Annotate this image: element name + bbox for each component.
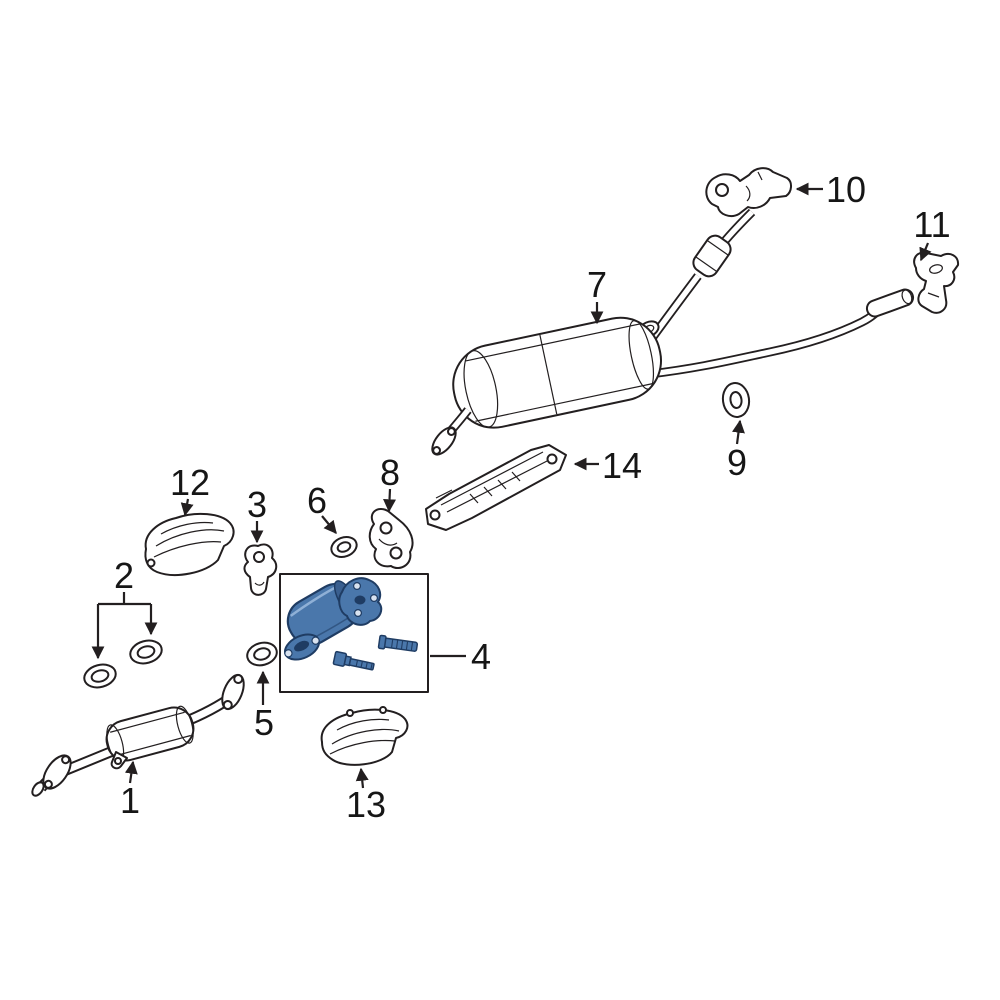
leader-lines [91,182,932,789]
leader-1 [124,760,138,784]
tailpipe-tip [865,288,915,318]
part-12-heat-shield [144,512,235,576]
part-1-front-pipe [31,673,245,797]
part-label-3: 3 [247,484,267,525]
part-10-bracket [705,167,792,217]
leader-6 [321,515,337,535]
part-label-7: 7 [587,264,607,305]
part-13-heat-shield [320,706,409,766]
part-9-rubber-hanger [721,382,751,418]
converter-inlet-flange [338,577,383,626]
leader-8 [383,488,397,513]
leader-2-stem [98,592,151,606]
part-14-heat-shield [425,444,567,531]
front-flange [42,754,72,790]
part-7-muffler-assembly [431,208,915,456]
leader-9 [732,419,745,445]
part-label-2: 2 [114,555,134,596]
part-5-ring-gasket [246,641,278,667]
part-label-4: 4 [471,636,491,677]
muffler-body [452,316,663,429]
part-label-5: 5 [254,702,274,743]
part-labels: 1 2 3 4 5 6 7 8 9 10 11 12 13 14 [114,169,951,825]
part-6-ring-gasket [330,536,358,558]
part-3-hanger-bracket [243,543,278,596]
part-label-6: 6 [307,480,327,521]
part-2-gaskets [83,639,163,689]
rear-flange [221,673,245,711]
part-label-8: 8 [380,452,400,493]
converter-outlet-flange [284,633,320,661]
part-label-11: 11 [913,204,950,245]
flex-coupling [692,234,732,278]
hex-bolt [332,650,375,671]
leader-11 [919,242,932,262]
resonator-body [105,705,195,763]
part-label-1: 1 [120,780,140,821]
part-4-catalytic-converter-kit [279,573,429,693]
leader-13 [355,767,369,789]
stud-bolt [377,634,419,652]
inlet-flange [431,426,457,456]
part-11-bracket [913,251,960,314]
part-8-bracket [368,507,414,570]
part-label-9: 9 [727,442,747,483]
part-label-10: 10 [826,169,866,210]
part-label-13: 13 [346,784,386,825]
part-label-12: 12 [170,462,210,503]
leader-12 [180,498,194,517]
part-label-14: 14 [602,445,642,486]
